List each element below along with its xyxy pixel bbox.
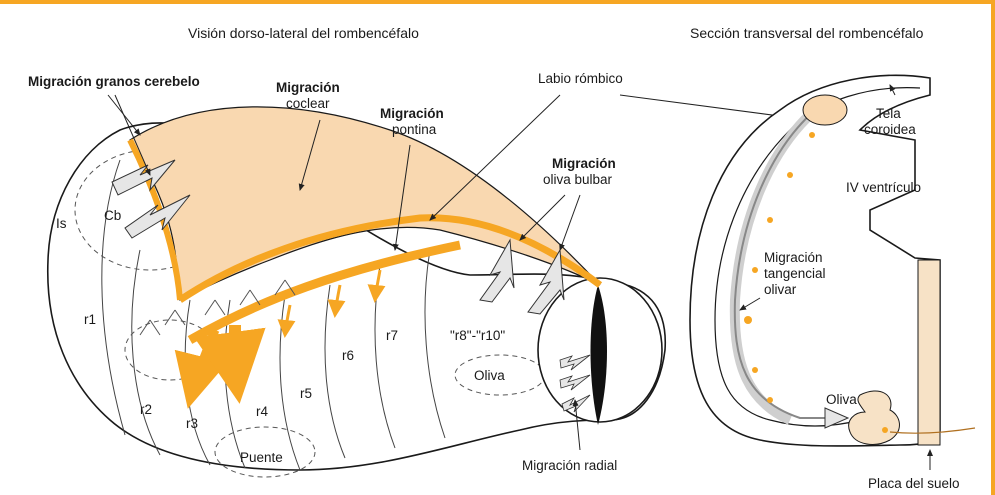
label-coclear-2: coclear — [286, 96, 330, 111]
label-is: Is — [56, 216, 67, 231]
rhombic-lip-right — [803, 95, 847, 125]
label-puente: Puente — [240, 450, 283, 465]
label-oliva-bulbar-2: oliva bulbar — [543, 172, 613, 187]
label-r8-r10: "r8"-"r10" — [450, 328, 505, 343]
floor-plate — [918, 260, 940, 445]
label-pontina-2: pontina — [392, 122, 437, 137]
pontine-arrow-r4 — [235, 325, 238, 392]
label-tela-1: Tela — [876, 106, 901, 121]
label-r3: r3 — [186, 416, 198, 431]
label-tangencial-2: tangencial — [764, 266, 826, 281]
label-coclear-1: Migración — [276, 80, 340, 95]
label-placa: Placa del suelo — [868, 476, 960, 491]
label-r2: r2 — [140, 402, 152, 417]
label-tangencial-1: Migración — [764, 250, 823, 265]
label-oliva-right: Oliva — [826, 392, 857, 407]
label-r1: r1 — [84, 312, 96, 327]
label-tela-2: coroidea — [864, 122, 916, 137]
label-oliva-left: Oliva — [474, 368, 505, 383]
label-pontina-1: Migración — [380, 106, 444, 121]
label-r7: r7 — [386, 328, 398, 343]
label-oliva-bulbar-1: Migración — [552, 156, 616, 171]
label-cb: Cb — [104, 208, 121, 223]
label-r4: r4 — [256, 404, 268, 419]
label-tangencial-3: olivar — [764, 282, 797, 297]
title-left: Visión dorso-lateral del rombencéfalo — [188, 25, 419, 41]
label-ventriculo: IV ventrículo — [846, 180, 921, 195]
label-r5: r5 — [300, 386, 312, 401]
title-right: Sección transversal del rombencéfalo — [690, 25, 924, 41]
label-granos: Migración granos cerebelo — [28, 74, 200, 89]
label-radial: Migración radial — [522, 458, 617, 473]
label-labio: Labio rómbico — [538, 71, 623, 86]
label-r6: r6 — [342, 348, 354, 363]
